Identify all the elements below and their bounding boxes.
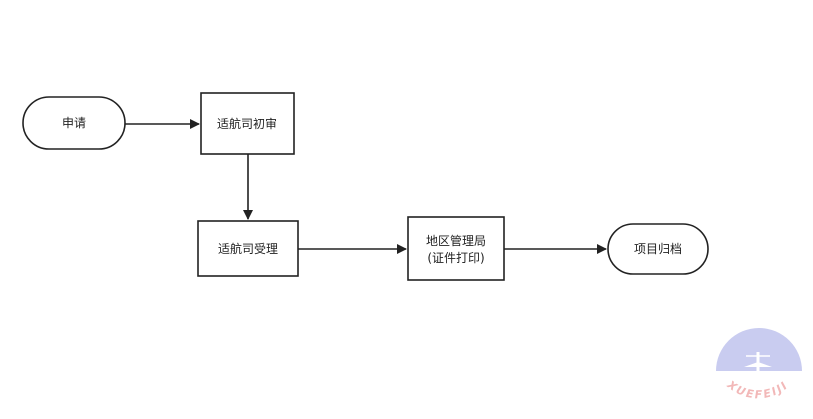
node-initial-review-label: 适航司初审 [217,116,277,131]
node-regional-bureau-label-line2: (证件打印) [427,251,484,265]
node-regional-bureau: 地区管理局 (证件打印) [407,216,505,281]
node-acceptance: 适航司受理 [197,220,299,277]
node-regional-bureau-shape [407,216,505,281]
node-archive-shape [607,223,709,275]
node-acceptance-shape [197,220,299,277]
node-archive: 项目归档 [607,223,709,275]
node-apply: 申请 [22,96,126,150]
node-regional-bureau-label-line1: 地区管理局 [426,233,486,248]
watermark-logo: XUEFEIJI [716,328,802,401]
node-initial-review: 适航司初审 [200,92,295,155]
node-apply-label: 申请 [62,116,86,130]
edges [125,119,607,254]
node-apply-shape [22,96,126,150]
node-acceptance-label: 适航司受理 [218,241,278,256]
node-initial-review-shape [200,92,295,155]
node-archive-label: 项目归档 [634,242,682,256]
airplane-icon [744,352,772,389]
watermark-dome [716,328,802,371]
